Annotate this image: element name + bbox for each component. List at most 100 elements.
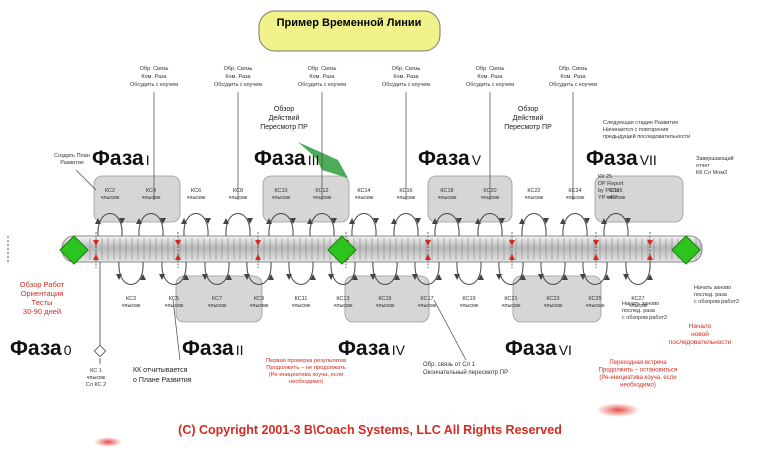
top-kc-sub: чпысмк	[101, 195, 120, 201]
red-smear-left	[94, 437, 122, 447]
dp-report-line-3: by PC to	[598, 188, 619, 194]
top-kc-sub: чпысмк	[272, 195, 291, 201]
red-right-line-1: Переходная встреча	[609, 360, 667, 366]
bottom-kc-label: КС3	[126, 296, 136, 302]
milestone-diamond-mid	[327, 235, 357, 265]
review-2-line-1: Обзор	[518, 105, 538, 113]
dp-report-line-4: YP->PY	[598, 195, 618, 201]
bottom-kc-sub: чпысмк	[334, 303, 353, 309]
feedback-line-2: Окончательный пересмотр ПР	[423, 369, 508, 376]
red-mid-line-4: необходимо)	[289, 379, 324, 385]
phase-0-word: Фаза	[10, 337, 62, 360]
top-kc-label: КС6	[191, 188, 201, 194]
phase-vii-word: Фаза	[586, 147, 638, 170]
top-kc-label: КС22	[527, 188, 540, 194]
red-smear-right	[596, 403, 640, 417]
copyright-banner: (C) Copyright 2001-3 B\Coach Systems, LL…	[94, 403, 640, 447]
top-kc-label: КС10	[274, 188, 287, 194]
phase-boundary-marker	[593, 232, 599, 268]
top-kc-label: КС26	[609, 188, 622, 194]
restart-1-line-2: послед. раза	[622, 308, 656, 314]
phase-boundary-marker	[175, 232, 181, 268]
phase-boundary-marker	[425, 232, 431, 268]
bottom-kc-sub: чпысмк	[122, 303, 141, 309]
dp-report-line-2: DP Report	[598, 181, 624, 187]
task-line-1: Обр. Связь	[476, 66, 505, 72]
phase-iv-word: Фаза	[338, 337, 390, 360]
bottom-kc-sub: чпысмк	[165, 303, 184, 309]
task-line-1: Обр. Связь	[392, 66, 421, 72]
task-line-2: Ком. Раза	[309, 74, 335, 80]
bottom-loops: КС3чпысмкКС5чпысмкКС7чпысмкКС9чпысмкКС11…	[116, 261, 653, 309]
task-line-2: Ком. Раза	[560, 74, 586, 80]
next-stage-line-1: Следующая стадия Развития	[603, 120, 678, 126]
top-kc-sub: чпысмк	[187, 195, 206, 201]
review-2-line-2: Действий	[513, 114, 544, 122]
task-line-1: Обр. Связь	[308, 66, 337, 72]
top-kc-label: КС2	[105, 188, 115, 194]
top-kc-label: КС18	[440, 188, 453, 194]
review-2-line-3: Пересмотр ПР	[504, 124, 552, 131]
bottom-kc-label: КС27	[631, 296, 644, 302]
top-kc-sub: чпысмк	[566, 195, 585, 201]
phase-v-number: V	[472, 152, 482, 168]
phase-ii-number: II	[236, 342, 244, 358]
left-note-line-3: Тесты	[32, 298, 53, 307]
bottom-kc-label: КС5	[169, 296, 179, 302]
review-1-line-2: Действий	[269, 114, 300, 122]
phase-ii-block	[175, 275, 263, 323]
red-mid-line-3: (Ре-инициатива коуча, если	[269, 372, 344, 378]
top-kc-sub: чпысмк	[525, 195, 544, 201]
restart-2-line-1: Начать заново	[694, 285, 731, 291]
bottom-kc-label: КС17	[420, 296, 433, 302]
kc1-line-1: КС 1	[90, 368, 102, 374]
restart-2-line-3: с обзором работ2	[694, 299, 739, 305]
top-kc-sub: чпысмк	[607, 195, 626, 201]
dp-report-line-1: КК 25	[598, 174, 612, 180]
phase-shading	[93, 175, 684, 323]
left-note-line-4: 30-90 дней	[23, 307, 61, 316]
task-line-1: Обр. Связь	[140, 66, 169, 72]
kk-note-line-2: о Плане Развития	[133, 377, 192, 384]
bottom-loop: КС5чпысмк	[159, 261, 189, 309]
phase-ii-word: Фаза	[182, 337, 234, 360]
next-stage-line-3: предыдущей последовательности	[603, 133, 690, 140]
final-report-line-1: Завершающий	[696, 155, 734, 162]
phase-0-stub	[7, 236, 107, 364]
review-1-line-3: Пересмотр ПР	[260, 124, 308, 131]
kc1-line-2: чпысмк	[87, 375, 106, 381]
red-mid-line-1: Первая проверка результатов	[266, 358, 346, 364]
task-line-3: Обсудить с коучем	[382, 82, 430, 88]
task-line-1: Обр. Связь	[224, 66, 253, 72]
page-title: Пример Временной Линии	[277, 17, 422, 29]
